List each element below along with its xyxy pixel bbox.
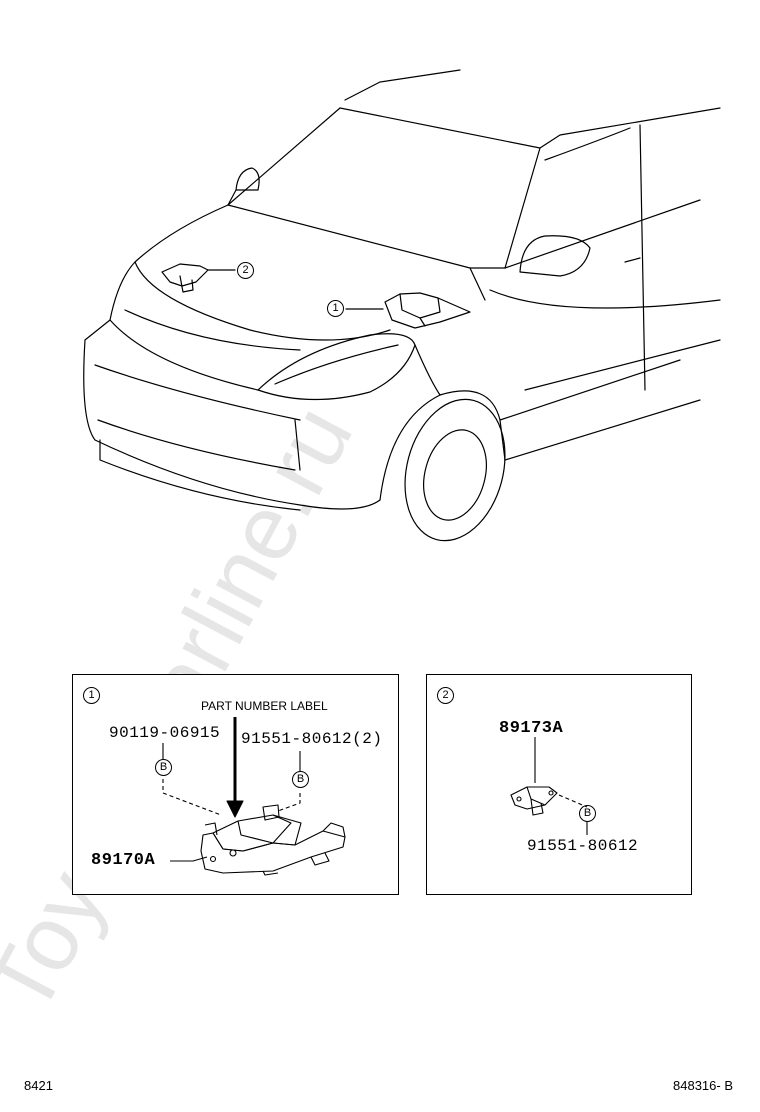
panel-1-index: 1: [83, 687, 100, 704]
detail-panel-2: 2 89173A B 91551-80612: [426, 674, 692, 895]
part-number-sensor-nut: 91551-80612: [527, 837, 639, 855]
callout-b-sensor-nut: B: [579, 805, 596, 822]
part-number-label-caption: PART NUMBER LABEL: [201, 699, 328, 713]
panel-2-drawing: [510, 737, 588, 835]
part-number-main: 89170A: [91, 851, 156, 870]
footer-illustration-code: 848316- B: [673, 1078, 733, 1093]
callout-1-overview: 1: [327, 300, 344, 317]
panel-1-drawing: [162, 717, 346, 876]
detail-panel-1: 1 PART NUMBER LABEL 90119-06915 91551-80…: [72, 674, 399, 895]
callout-b-nut: B: [292, 771, 309, 788]
part-number-nut: 91551-80612(2): [241, 730, 383, 748]
panel-2-index: 2: [437, 687, 454, 704]
callout-2-overview: 2: [237, 262, 254, 279]
car-overview-diagram: [83, 69, 721, 542]
part-number-sensor: 89173A: [499, 719, 564, 738]
footer-page-code: 8421: [24, 1078, 53, 1093]
part-number-bolt: 90119-06915: [109, 724, 221, 742]
callout-b-bolt: B: [155, 759, 172, 776]
